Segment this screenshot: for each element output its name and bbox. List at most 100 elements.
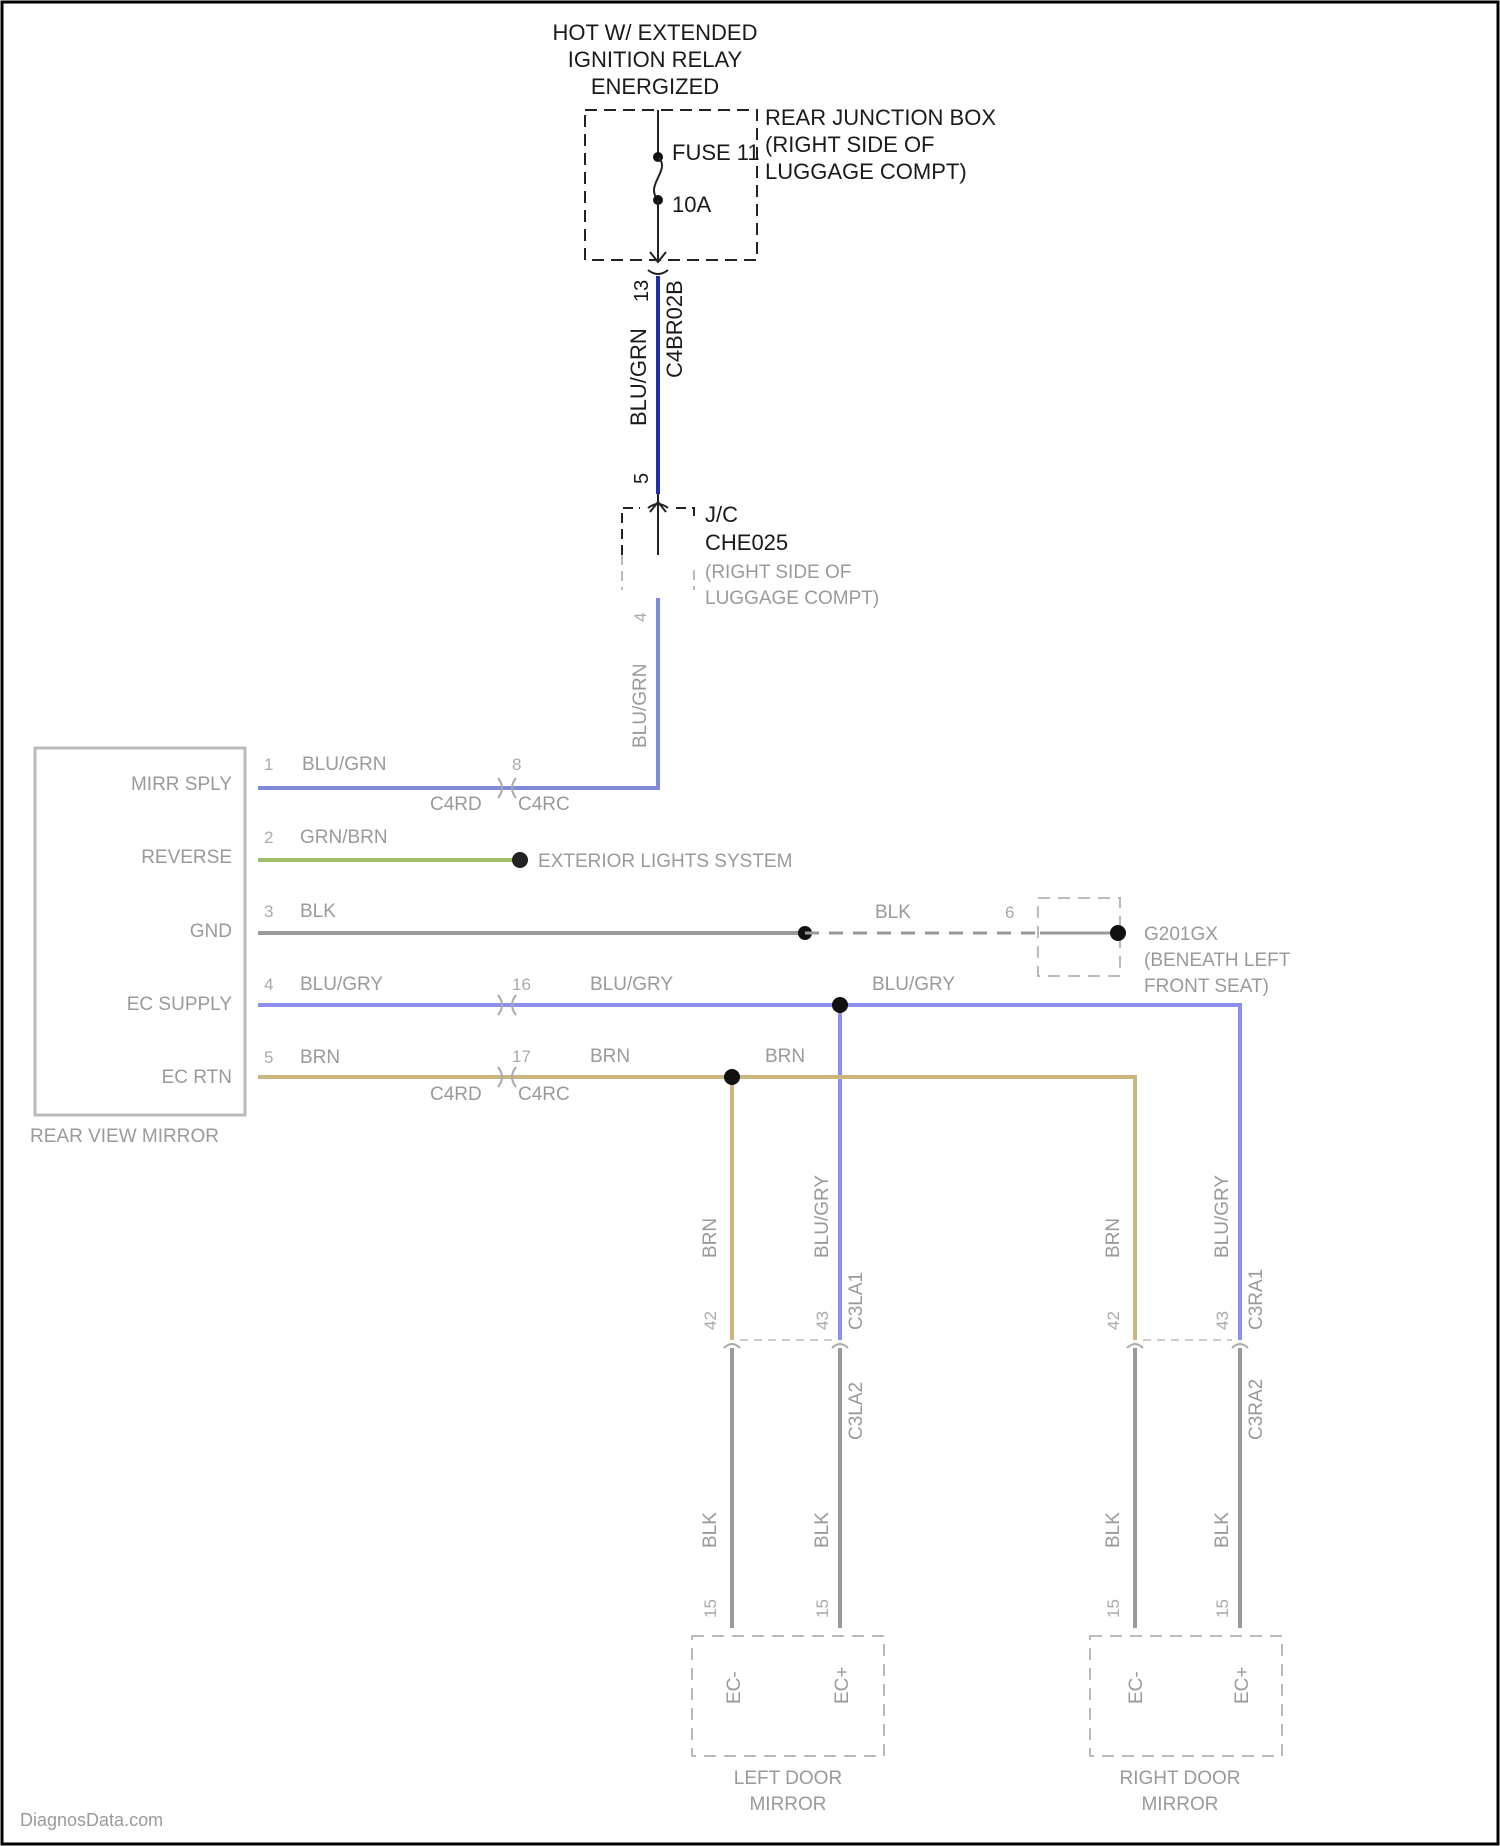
left-term-a: EC- (724, 1671, 745, 1704)
left-pin-a: 42 (701, 1311, 720, 1330)
inline-pin-ec-rtn: 17 (512, 1047, 531, 1066)
jc-pin-out: 4 (631, 613, 650, 622)
jc-line4: LUGGAGE COMPT) (705, 588, 879, 609)
wire-main-pin-bottom: 5 (631, 473, 653, 484)
rear-junction-box-outline (585, 110, 757, 260)
mirror-pin-2-label: REVERSE (141, 847, 232, 868)
right-wire-lower-a: BLK (1103, 1512, 1124, 1548)
wire-brn-rtn (258, 1077, 1135, 1340)
mirror-name: REAR VIEW MIRROR (30, 1126, 219, 1147)
inline-c4rc-label-2: C4RC (518, 1084, 570, 1105)
mirror-pin-4-wire: BLU/GRY (300, 974, 383, 995)
connector-top-name: C4BR02B (662, 280, 687, 378)
connector-c4br02b-symbol (648, 270, 668, 274)
ground-terminal (1110, 925, 1126, 941)
right-wire-a-upper: BRN (1103, 1218, 1124, 1258)
jc-outline-bottom (622, 555, 694, 590)
left-wire-b-upper: BLU/GRY (812, 1175, 833, 1258)
left-door-line1: LEFT DOOR (734, 1768, 842, 1789)
inline-pin-mirr: 8 (512, 755, 521, 774)
left-term-b: EC+ (832, 1667, 853, 1705)
wire-blu-grn-vertical-label: BLU/GRN (630, 664, 651, 748)
jc-line2: CHE025 (705, 530, 788, 555)
fuse-rating: 10A (672, 192, 711, 217)
ground-pin: 6 (1005, 903, 1014, 922)
power-source-line2: IGNITION RELAY (568, 47, 743, 72)
mirror-pin-5-wire: BRN (300, 1047, 340, 1068)
mirror-pin-1-label: MIRR SPLY (131, 774, 232, 795)
left-wire-lower-b: BLK (812, 1512, 833, 1548)
brn-splice (724, 1069, 740, 1085)
left-conn-upper: C3LA1 (846, 1272, 867, 1330)
power-source-label: HOT W/ EXTENDED IGNITION RELAY ENERGIZED (553, 20, 758, 99)
trunk-brn-label-2: BRN (765, 1046, 805, 1067)
right-pin-b: 43 (1213, 1311, 1232, 1330)
watermark: DiagnosData.com (20, 1810, 163, 1830)
power-source-line3: ENERGIZED (591, 74, 719, 99)
exterior-lights-label: EXTERIOR LIGHTS SYSTEM (538, 851, 792, 872)
fuse-symbol (654, 157, 662, 200)
mirror-pin-5-num: 5 (264, 1048, 273, 1067)
right-conn-upper: C3RA1 (1246, 1269, 1267, 1330)
ground-connector-outline (1038, 898, 1120, 976)
left-wire-a-upper: BRN (700, 1218, 721, 1258)
inline-c4rd-label-1: C4RD (430, 794, 482, 815)
right-term-a: EC- (1126, 1671, 1147, 1704)
rjb-line2: (RIGHT SIDE OF (765, 132, 935, 157)
mirror-pin-3-label: GND (190, 921, 232, 942)
ground-wire-label: BLK (875, 902, 911, 923)
wire-main-color-code: BLU/GRN (626, 328, 651, 426)
left-wire-lower-a: BLK (700, 1512, 721, 1548)
ground-loc1: (BENEATH LEFT (1144, 950, 1291, 971)
left-conn-lower: C3LA2 (846, 1382, 867, 1440)
right-pin-a: 42 (1104, 1311, 1123, 1330)
mirror-pin-wire-labels: BLU/GRN GRN/BRN BLK BLU/GRY BRN (300, 754, 388, 1068)
wire-blu-gry-supply (258, 1005, 1240, 1340)
right-conn-lower: C3RA2 (1246, 1379, 1267, 1440)
connector-top-pin: 13 (631, 280, 653, 302)
right-pin-lower-b: 15 (1213, 1599, 1232, 1618)
inline-c4rc-label-1: C4RC (518, 794, 570, 815)
trunk-blu-gry-label-2: BLU/GRY (872, 974, 955, 995)
mirror-pin-1-num: 1 (264, 755, 273, 774)
rjb-line3: LUGGAGE COMPT) (765, 159, 967, 184)
ground-loc2: FRONT SEAT) (1144, 976, 1269, 997)
mirror-pin-4-label: EC SUPPLY (127, 994, 233, 1015)
left-conn-symbols (724, 1344, 848, 1348)
mirror-pin-3-wire: BLK (300, 901, 336, 922)
right-door-branch: BRN BLU/GRY 42 43 C3RA1 C3RA2 BLK BLK 15… (1090, 1175, 1282, 1815)
right-wire-lower-b: BLK (1212, 1512, 1233, 1548)
mirror-pin-labels: MIRR SPLY REVERSE GND EC SUPPLY EC RTN (127, 774, 233, 1088)
right-door-mirror-box (1090, 1636, 1282, 1756)
right-term-b: EC+ (1232, 1667, 1253, 1705)
right-conn-symbols (1127, 1344, 1248, 1348)
right-door-line2: MIRROR (1141, 1794, 1218, 1815)
inline-c4rd-label-2: C4RD (430, 1084, 482, 1105)
mirror-pin-1-wire: BLU/GRN (302, 754, 386, 775)
power-source-line1: HOT W/ EXTENDED (553, 20, 758, 45)
mirror-pin-5-label: EC RTN (162, 1067, 232, 1088)
mirror-pin-4-num: 4 (264, 975, 273, 994)
trunk-blu-gry-label-1: BLU/GRY (590, 974, 673, 995)
jc-line3: (RIGHT SIDE OF (705, 562, 851, 583)
left-door-mirror-box (692, 1636, 884, 1756)
right-pin-lower-a: 15 (1104, 1599, 1123, 1618)
left-door-branch: BRN BLU/GRY 42 43 C3LA1 C3LA2 BLK BLK 15… (692, 1175, 884, 1815)
mirror-pin-2-num: 2 (264, 828, 273, 847)
left-pin-lower-a: 15 (701, 1599, 720, 1618)
left-pin-b: 43 (813, 1311, 832, 1330)
mirror-pin-2-wire: GRN/BRN (300, 827, 388, 848)
mirror-pin-3-num: 3 (264, 902, 273, 921)
left-pin-lower-b: 15 (813, 1599, 832, 1618)
rear-junction-box-label: REAR JUNCTION BOX (RIGHT SIDE OF LUGGAGE… (765, 105, 996, 184)
ground-name: G201GX (1144, 924, 1218, 945)
inline-pin-ec-supply: 16 (512, 975, 531, 994)
mirror-pin-numbers: 1 2 3 4 5 (264, 755, 273, 1067)
right-door-line1: RIGHT DOOR (1119, 1768, 1240, 1789)
exterior-lights-terminal (512, 852, 528, 868)
jc-line1: J/C (705, 502, 738, 527)
blu-gry-splice (832, 997, 848, 1013)
right-wire-b-upper: BLU/GRY (1212, 1175, 1233, 1258)
fuse-name: FUSE 11 (672, 140, 760, 165)
